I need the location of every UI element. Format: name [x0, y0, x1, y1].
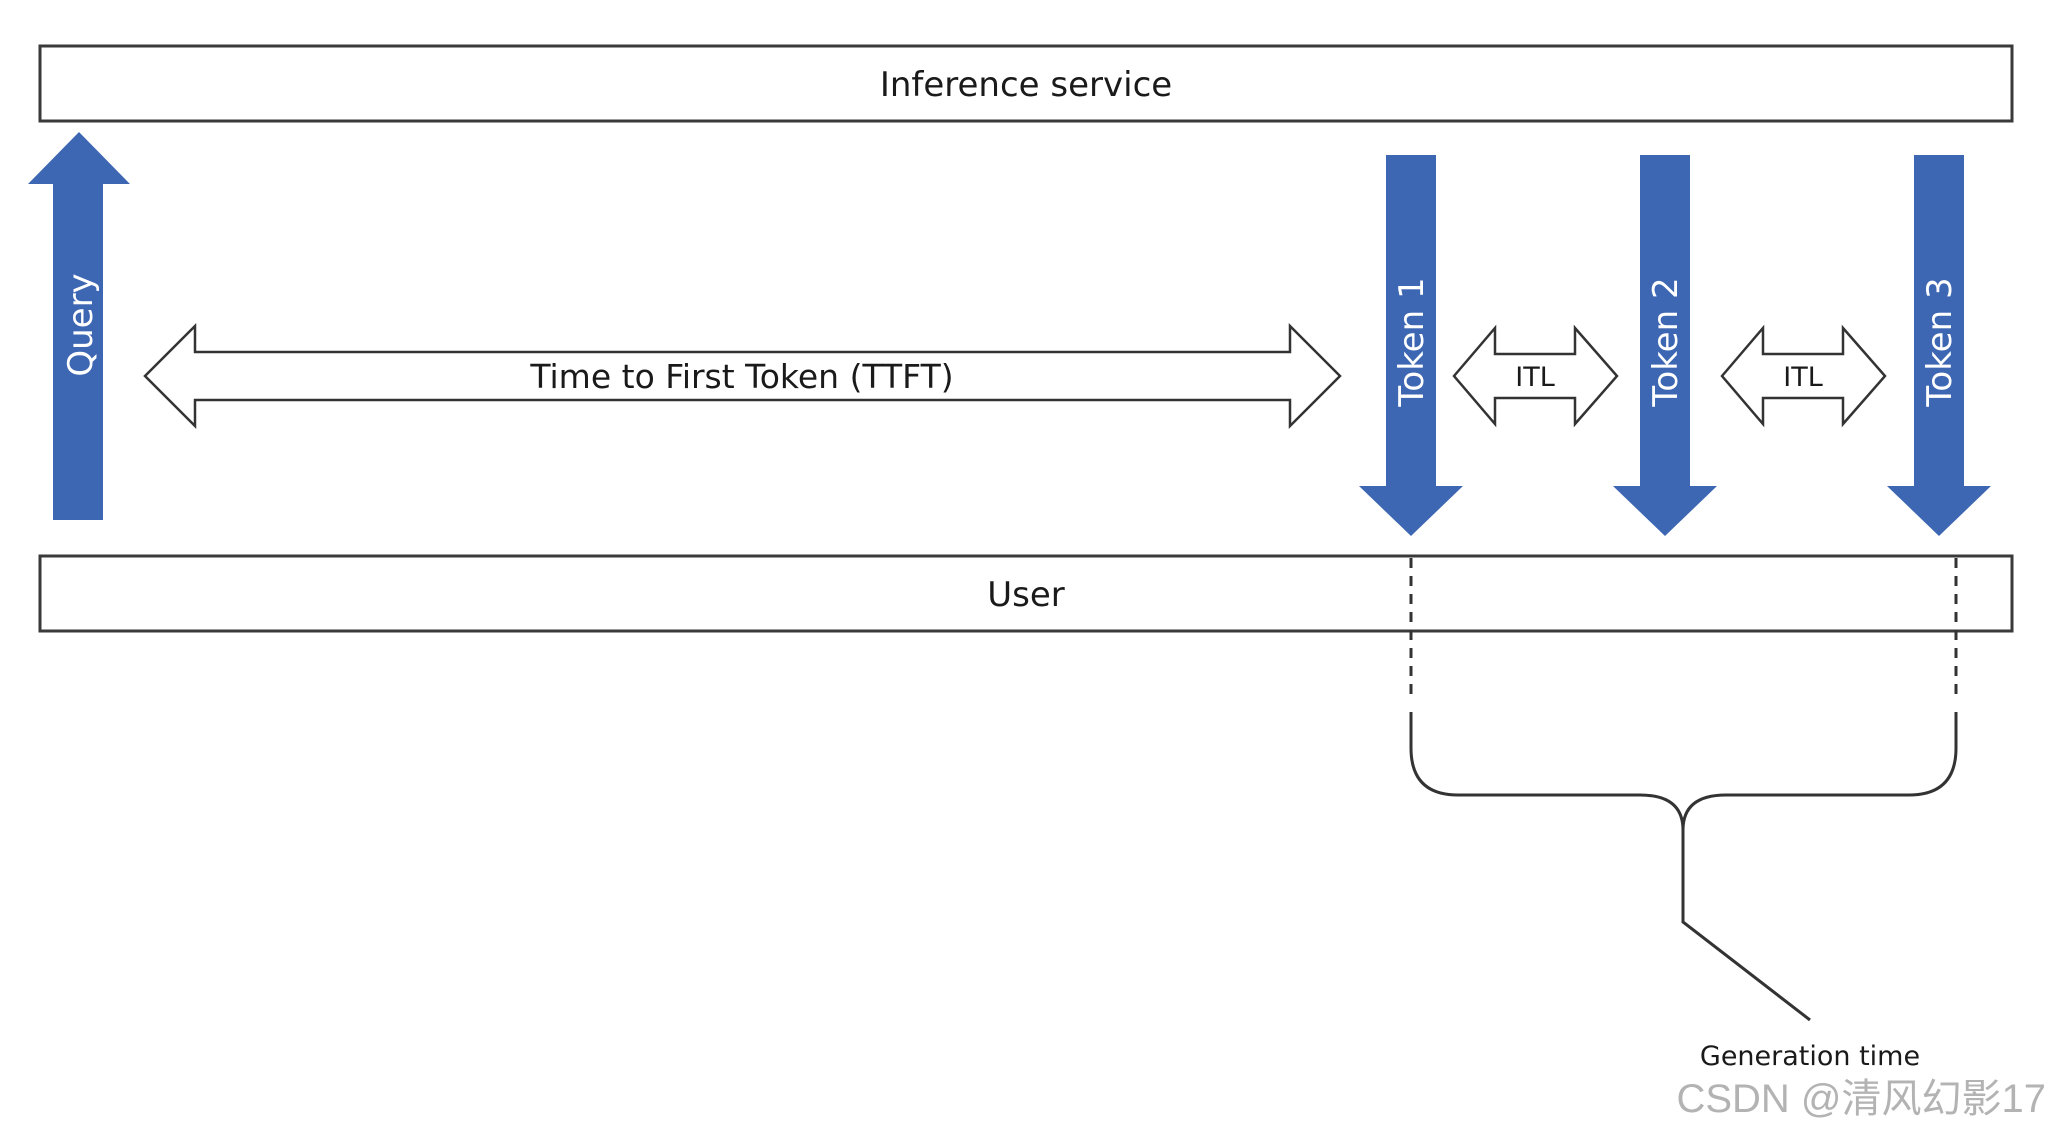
query-arrow: Query [28, 132, 130, 520]
token-1-label: Token 1 [1392, 277, 1432, 407]
token-3-label: Token 3 [1920, 277, 1960, 407]
itl-2-span-arrow: ITL [1720, 324, 1887, 428]
query-label: Query [61, 273, 101, 376]
ttft-label: Time to First Token (TTFT) [529, 357, 953, 396]
itl-2-label: ITL [1783, 362, 1823, 393]
generation-time-label: Generation time [1700, 1041, 1920, 1072]
token-2-label: Token 2 [1646, 277, 1686, 407]
ttft-span-arrow: Time to First Token (TTFT) [143, 322, 1342, 430]
generation-time-leader [1681, 830, 1811, 1022]
token-1-arrow: Token 1 [1359, 155, 1463, 536]
token-2-arrow: Token 2 [1613, 155, 1717, 536]
itl-1-span-arrow: ITL [1452, 324, 1619, 428]
csdn-watermark: CSDN @清风幻影17 [1676, 1077, 2046, 1121]
itl-1-label: ITL [1515, 362, 1555, 393]
user-box: User [38, 554, 2014, 633]
inference-service-box: Inference service [38, 44, 2014, 123]
token-3-arrow: Token 3 [1887, 155, 1991, 536]
generation-time-brace [1409, 712, 1958, 831]
user-label: User [987, 575, 1065, 615]
inference-service-label: Inference service [880, 65, 1172, 105]
